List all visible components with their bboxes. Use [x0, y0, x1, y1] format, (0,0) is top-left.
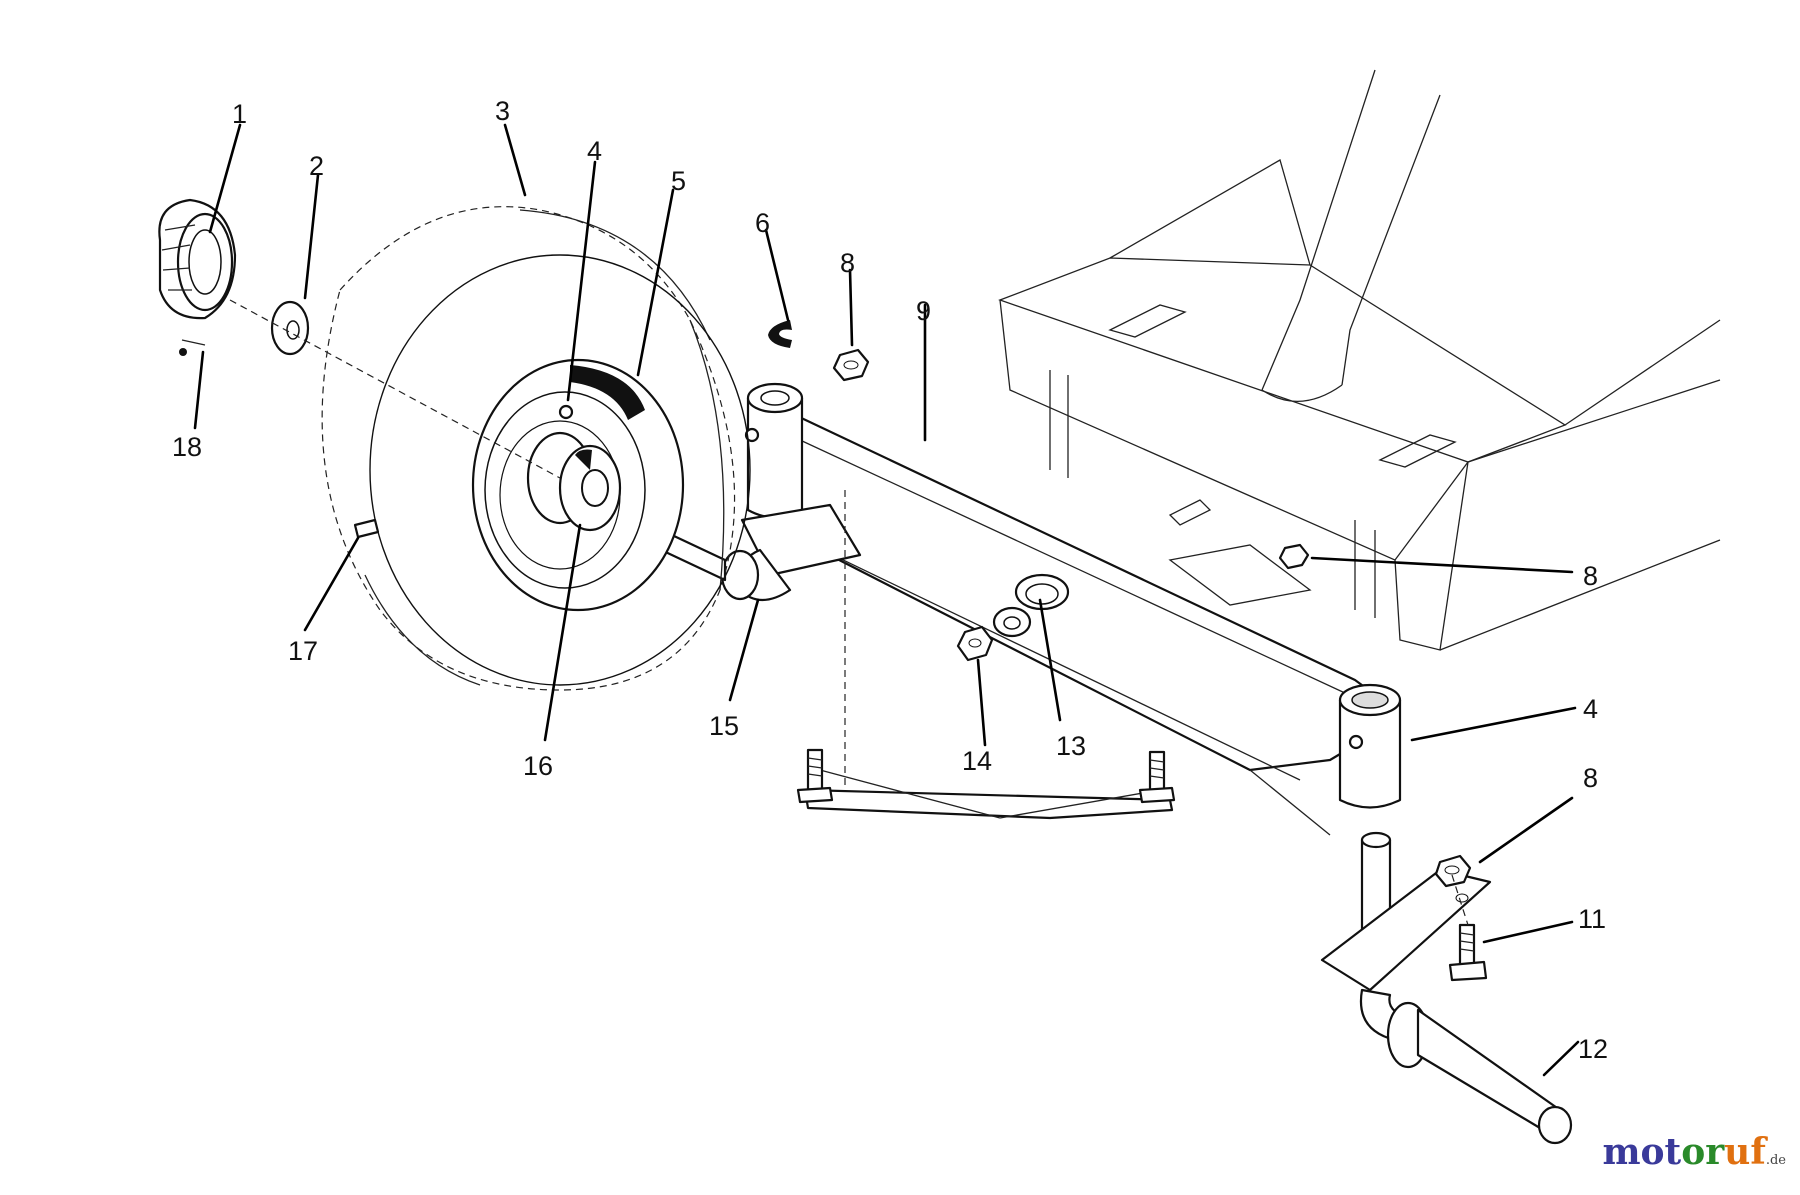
callout-label-4: 4: [587, 136, 602, 166]
callout-label-15: 15: [709, 711, 739, 741]
callout-label-11: 11: [1578, 904, 1606, 934]
upper-small-parts: [768, 320, 1310, 570]
callout-label-5: 5: [671, 166, 686, 196]
watermark-part-1: mot: [1602, 1131, 1682, 1173]
callout-label-18: 18: [172, 432, 202, 462]
callout-label-17: 17: [288, 636, 318, 666]
callout-leaders: [193, 123, 1580, 1077]
watermark-part-3: uf: [1724, 1131, 1766, 1173]
center-pivot-hardware: [956, 573, 1070, 662]
callout-label-12: 12: [1578, 1034, 1608, 1064]
right-spindle-assembly: [1320, 683, 1573, 1145]
watermark-logo: motoruf.de: [1602, 1131, 1786, 1173]
axle-beam: [788, 413, 1387, 836]
callout-label-13: 13: [1056, 731, 1086, 761]
watermark-part-2: or: [1681, 1131, 1725, 1173]
callout-label-8-right: 8: [1583, 763, 1598, 793]
hub-cap-hardware: [158, 198, 561, 479]
left-spindle-assembly: [630, 382, 862, 800]
callout-label-2: 2: [309, 151, 324, 181]
callout-label-8-top: 8: [840, 248, 855, 278]
callout-label-16: 16: [523, 751, 553, 781]
callout-label-14: 14: [962, 746, 992, 776]
callout-label-9: 9: [916, 296, 931, 326]
callout-label-6: 6: [755, 208, 770, 238]
callout-label-3: 3: [495, 96, 510, 126]
chassis-frame: [998, 69, 1721, 651]
tie-rod-assembly: [796, 748, 1176, 820]
watermark-part-4: .de: [1765, 1153, 1786, 1168]
callout-label-4-right: 4: [1583, 694, 1598, 724]
callout-label-1: 1: [232, 99, 247, 129]
callout-label-8-frame: 8: [1583, 561, 1598, 591]
wheel-tire: [321, 206, 751, 691]
callout-labels: 1 2 3 4 5 6 8 9 8 4 8 11 12 13 14 15 16 …: [172, 96, 1608, 1064]
